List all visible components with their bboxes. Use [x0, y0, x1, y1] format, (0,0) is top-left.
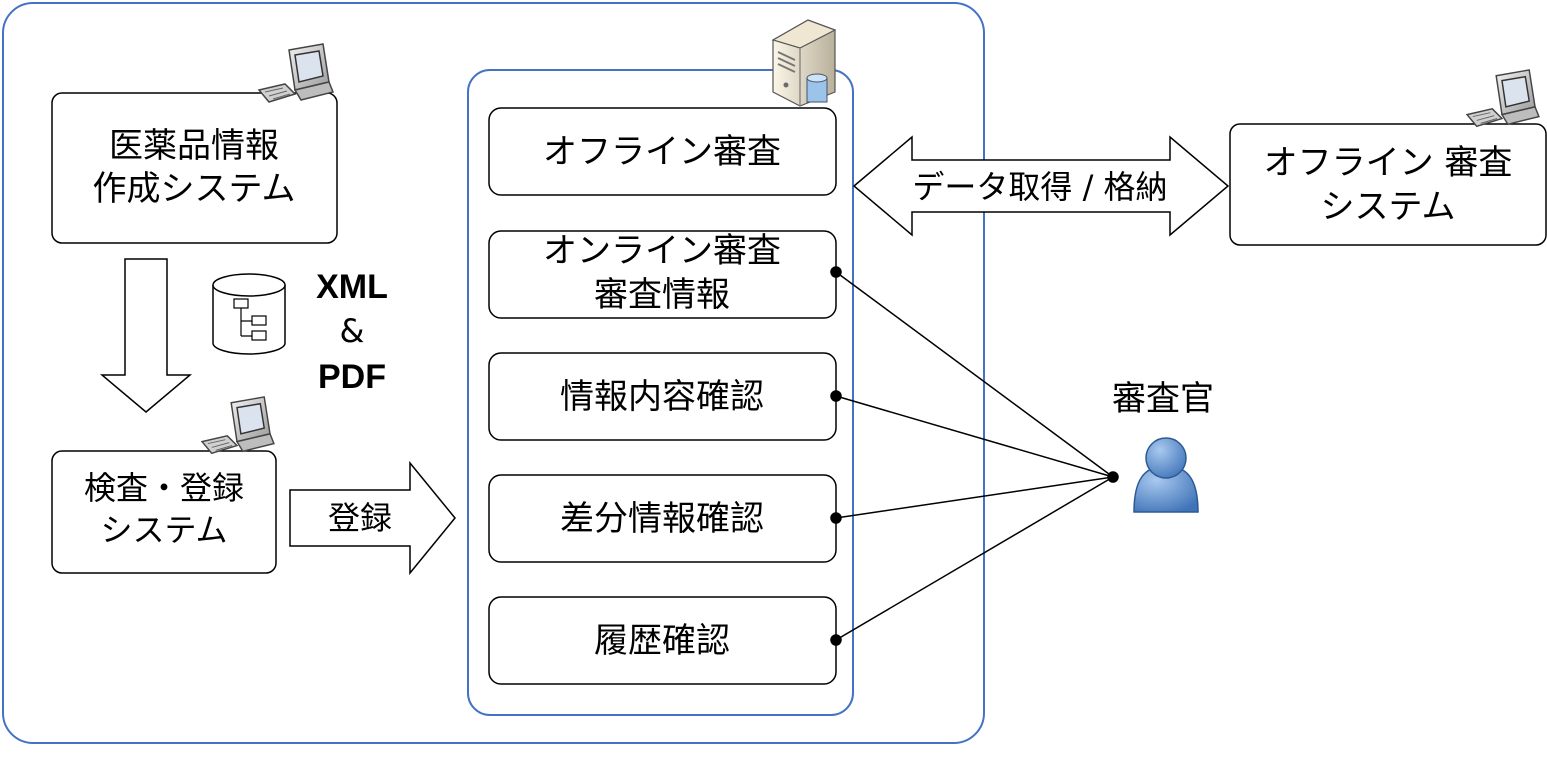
reviewer-connectors [830, 266, 1119, 646]
function-content-check: 情報内容確認 [488, 352, 837, 441]
offline-review-system-box: オフライン 審査 システム [1229, 123, 1547, 246]
inspection-system-line1: 検査・登録 [84, 469, 244, 507]
offline-review-system-line2: システム [1321, 187, 1456, 227]
drug-info-system-line2: 作成システム [93, 169, 296, 209]
function-history-check: 履歴確認 [488, 596, 837, 685]
function-online-review-line1: オンライン審査 [543, 231, 781, 271]
inspection-system-line2: システム [100, 511, 227, 549]
drug-info-system-box: 医薬品情報 作成システム [51, 92, 338, 244]
connector-diff-check [835, 476, 1114, 519]
drug-info-system-line1: 医薬品情報 [109, 126, 279, 166]
function-online-review-line2: 審査情報 [594, 275, 730, 315]
connector-dot [1107, 471, 1119, 483]
offline-review-system-line1: オフライン 審査 [1264, 143, 1513, 183]
connector-dot [830, 634, 842, 646]
function-online-review: オンライン審査 審査情報 [488, 230, 837, 319]
register-arrow-label: 登録 [328, 499, 392, 537]
connector-dot [830, 266, 842, 278]
function-history-check-label: 履歴確認 [594, 621, 730, 661]
format-label-amp: & [340, 312, 365, 350]
down-arrow [99, 258, 193, 413]
connector-history-check [835, 476, 1114, 641]
computer-icon [201, 396, 275, 455]
person-icon [1133, 437, 1199, 513]
outer-container [2, 2, 985, 744]
connector-dot [830, 390, 842, 402]
format-label-xml: XML [316, 268, 388, 306]
function-offline-review-label: オフライン審査 [543, 132, 781, 172]
reviewer-label: 審査官 [1112, 379, 1214, 419]
inspection-system-box: 検査・登録 システム [51, 450, 277, 574]
function-offline-review: オフライン審査 [488, 107, 837, 196]
function-content-check-label: 情報内容確認 [560, 377, 764, 417]
function-diff-check-label: 差分情報確認 [560, 499, 764, 539]
register-arrow: 登録 [289, 460, 456, 576]
database-icon [212, 273, 286, 355]
server-icon [771, 19, 837, 107]
computer-icon [1466, 69, 1540, 128]
format-label-pdf: PDF [318, 358, 386, 396]
connector-content-check [835, 395, 1114, 478]
connector-dot [830, 512, 842, 524]
data-exchange-arrow: データ取得 / 格納 [852, 135, 1230, 237]
connector-online-review [835, 271, 1114, 478]
server-container [467, 69, 854, 716]
function-diff-check: 差分情報確認 [488, 474, 837, 563]
data-exchange-label: データ取得 / 格納 [912, 168, 1167, 206]
